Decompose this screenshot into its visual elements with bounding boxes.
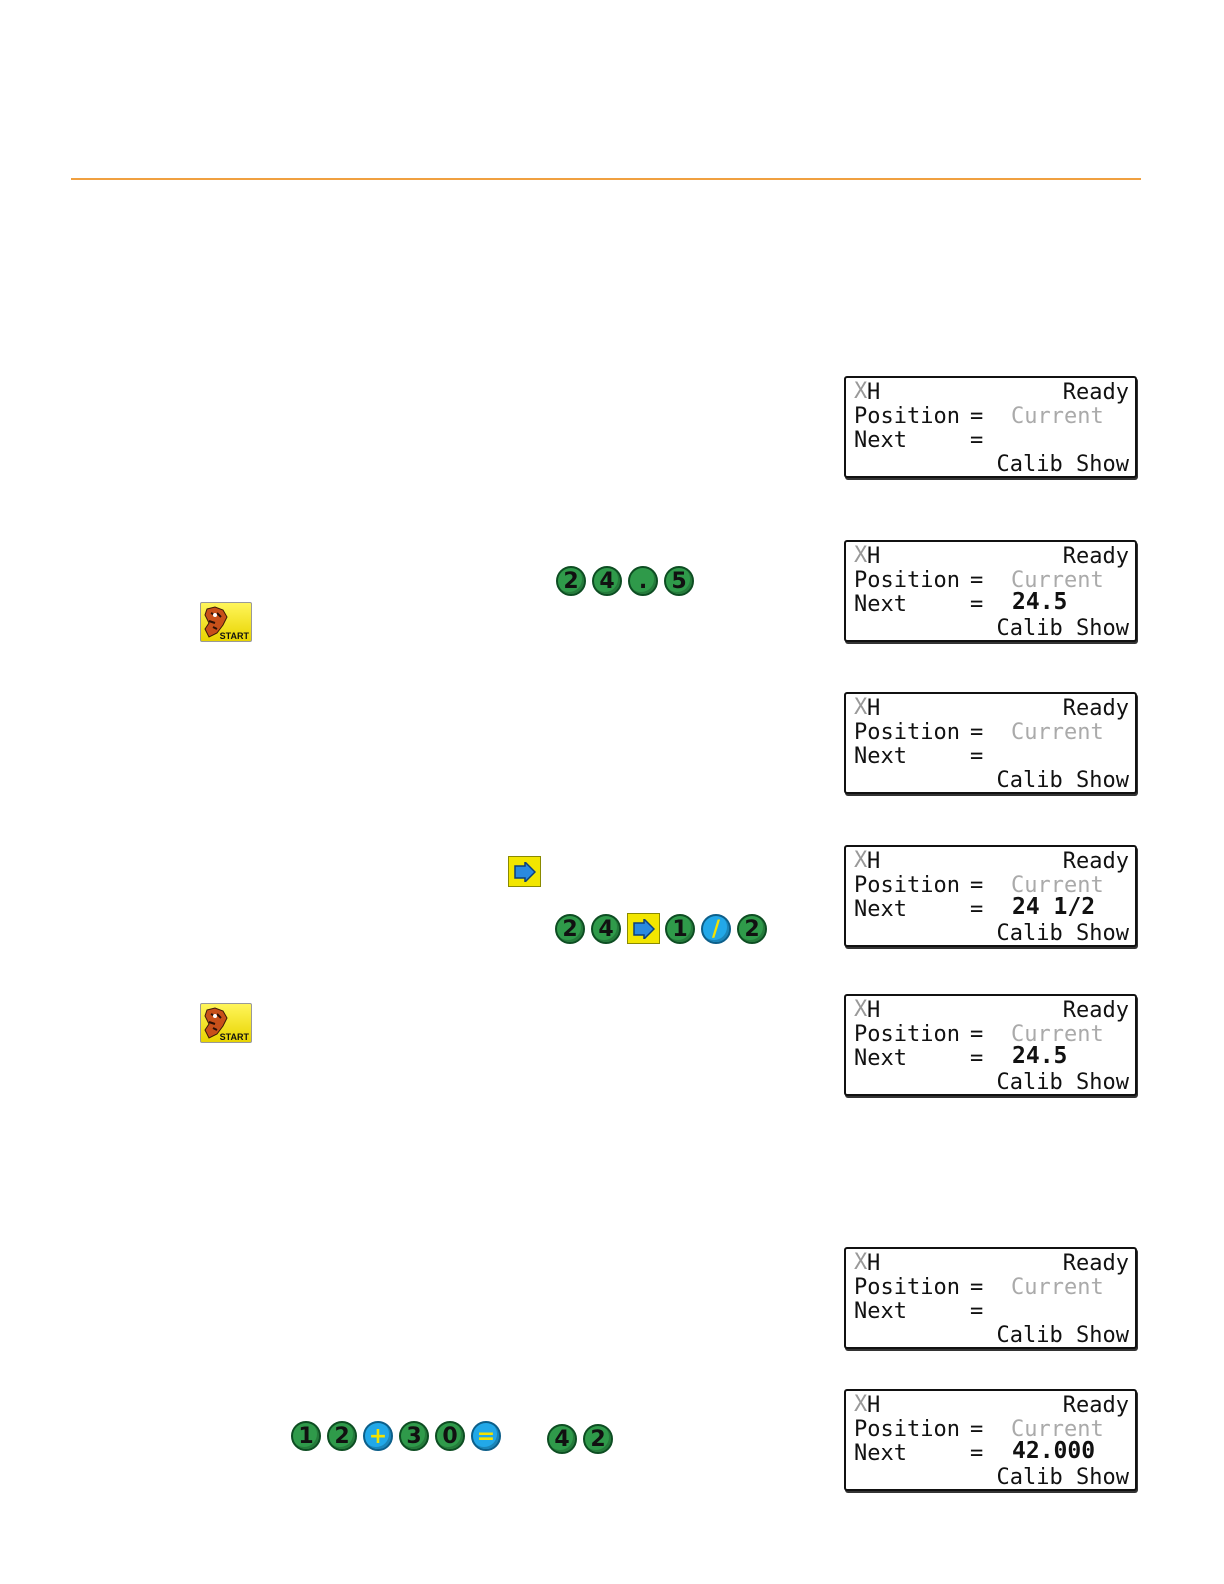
lcd-softkeys: Calib Show <box>996 1323 1129 1348</box>
lcd-position-label: Position <box>854 404 960 429</box>
lcd-next-label: Next <box>854 1441 907 1466</box>
tiger-icon <box>204 606 228 638</box>
equals-key: = <box>471 1421 501 1451</box>
digit-key-4: 4 <box>592 566 622 596</box>
digit-key-1: 1 <box>291 1421 321 1451</box>
lcd-next-label: Next <box>854 744 907 769</box>
lcd-position-label: Position <box>854 720 960 745</box>
lcd-current: Current <box>1011 568 1104 593</box>
right-arrow-icon <box>514 862 536 882</box>
lcd-current: Current <box>1011 404 1104 429</box>
lcd-status: Ready <box>1062 1393 1129 1418</box>
digit-key-0: 0 <box>435 1421 465 1451</box>
digit-key-3: 3 <box>399 1421 429 1451</box>
arrow-key <box>508 856 541 887</box>
lcd-current: Current <box>1011 1275 1104 1300</box>
right-arrow-icon <box>633 919 655 939</box>
tiger-icon <box>204 1007 228 1039</box>
lcd-status: Ready <box>1062 998 1129 1023</box>
lcd-softkeys: Calib Show <box>996 1465 1129 1490</box>
digit-key-2: 2 <box>583 1424 613 1454</box>
lcd-next-label: Next <box>854 592 907 617</box>
lcd-softkeys: Calib Show <box>996 1070 1129 1095</box>
lcd-next-label: Next <box>854 1299 907 1324</box>
lcd-softkeys: Calib Show <box>996 452 1129 477</box>
digit-key-4: 4 <box>591 914 621 944</box>
digit-key-2: 2 <box>556 566 586 596</box>
lcd-status: Ready <box>1062 696 1129 721</box>
lcd-next-label: Next <box>854 428 907 453</box>
lcd-current: Current <box>1011 1022 1104 1047</box>
start-button: START <box>200 602 252 642</box>
arrow-key <box>627 913 660 944</box>
lcd-softkeys: Calib Show <box>996 616 1129 641</box>
lcd-position-label: Position <box>854 568 960 593</box>
digit-key-4: 4 <box>547 1424 577 1454</box>
lcd-position-label: Position <box>854 1275 960 1300</box>
lcd-next-value: 24.5 <box>1012 1043 1068 1069</box>
header-rule <box>71 178 1141 180</box>
fraction-key: / <box>701 914 731 944</box>
digit-key-5: 5 <box>664 566 694 596</box>
lcd-next-value: 24 1/2 <box>1012 894 1096 920</box>
start-label: START <box>219 1032 249 1042</box>
lcd-status: Ready <box>1062 1251 1129 1276</box>
lcd-position-label: Position <box>854 1022 960 1047</box>
plus-key: + <box>363 1421 393 1451</box>
lcd-next-value: 42.000 <box>1012 1438 1096 1464</box>
digit-key-2: 2 <box>327 1421 357 1451</box>
lcd-status: Ready <box>1062 380 1129 405</box>
lcd-position-label: Position <box>854 873 960 898</box>
lcd-current: Current <box>1011 720 1104 745</box>
start-button: START <box>200 1003 252 1043</box>
start-label: START <box>219 631 249 641</box>
lcd-next-label: Next <box>854 897 907 922</box>
lcd-current: Current <box>1011 1417 1104 1442</box>
lcd-next-value: 24.5 <box>1012 589 1068 615</box>
lcd-softkeys: Calib Show <box>996 768 1129 793</box>
digit-key-2: 2 <box>555 914 585 944</box>
decimal-key: . <box>628 566 658 596</box>
digit-key-1: 1 <box>665 914 695 944</box>
lcd-next-label: Next <box>854 1046 907 1071</box>
lcd-softkeys: Calib Show <box>996 921 1129 946</box>
lcd-status: Ready <box>1062 544 1129 569</box>
lcd-status: Ready <box>1062 849 1129 874</box>
lcd-current: Current <box>1011 873 1104 898</box>
lcd-position-label: Position <box>854 1417 960 1442</box>
digit-key-2: 2 <box>737 914 767 944</box>
